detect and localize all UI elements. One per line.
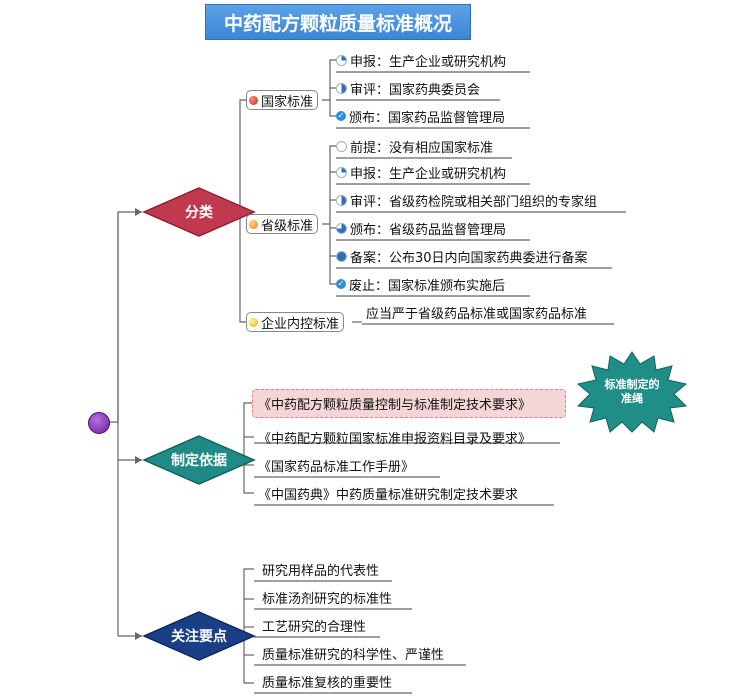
focus-item[interactable]: 质量标准研究的科学性、严谨性 (262, 643, 444, 663)
focus-item-text: 工艺研究的合理性 (262, 619, 367, 635)
callout-text: 标准制定的 准绳 (604, 378, 660, 405)
focus-item[interactable]: 质量标准复核的重要性 (262, 671, 392, 691)
progress-empty-icon (336, 140, 347, 152)
national-item[interactable]: ✓ 颁布：国家药品监督管理局 (336, 106, 505, 126)
national-item[interactable]: 审评：国家药典委员会 (336, 78, 480, 98)
highlight-box (252, 389, 566, 418)
branch-focus[interactable]: 关注要点 (142, 610, 256, 662)
provincial-item-text: 颁布：省级药品监督管理局 (350, 222, 507, 238)
progress-half-icon (336, 82, 347, 94)
basis-item-text: 《中药配方颗粒国家标准申报资料目录及要求》 (258, 431, 532, 447)
provincial-item-text: 备案：公布30日内向国家药典委进行备案 (350, 250, 588, 266)
branch-classification-label: 分类 (185, 205, 213, 221)
branch-classification[interactable]: 分类 (142, 186, 256, 238)
focus-item[interactable]: 工艺研究的合理性 (262, 615, 366, 635)
national-item-text: 申报：生产企业或研究机构 (350, 54, 507, 70)
provincial-item-text: 申报：生产企业或研究机构 (350, 166, 507, 182)
basis-item-text: 《中药配方颗粒质量控制与标准制定技术要求》 (258, 397, 532, 413)
basis-item[interactable]: 《国家药品标准工作手册》 (258, 455, 414, 475)
category-national[interactable]: 国家标准 (246, 90, 319, 110)
national-item[interactable]: 申报：生产企业或研究机构 (336, 50, 506, 70)
provincial-item[interactable]: 申报：生产企业或研究机构 (336, 162, 506, 182)
provincial-item[interactable]: ✓ 废止：国家标准颁布实施后 (336, 274, 505, 294)
focus-item-text: 研究用样品的代表性 (262, 563, 380, 579)
focus-item-text: 标准汤剂研究的标准性 (262, 591, 393, 607)
category-national-label: 国家标准 (261, 94, 314, 110)
root-node[interactable] (88, 412, 110, 434)
national-item-text: 颁布：国家药品监督管理局 (349, 110, 506, 126)
progress-half-icon (336, 194, 347, 206)
category-provincial[interactable]: 省级标准 (246, 214, 319, 234)
priority-marker-icon (249, 219, 258, 229)
provincial-item[interactable]: 前提：没有相应国家标准 (336, 136, 493, 156)
progress-full-icon (336, 250, 347, 262)
category-provincial-label: 省级标准 (261, 218, 314, 234)
provincial-item-text: 前提：没有相应国家标准 (350, 140, 494, 156)
national-item-text: 审评：国家药典委员会 (350, 82, 481, 98)
basis-item[interactable]: 《中药配方颗粒国家标准申报资料目录及要求》 (258, 427, 531, 447)
priority-marker-icon (249, 317, 258, 327)
callout-burst[interactable]: 标准制定的 准绳 (574, 350, 690, 434)
progress-three-quarter-icon (336, 222, 347, 234)
priority-marker-icon (249, 95, 258, 105)
provincial-item[interactable]: 备案：公布30日内向国家药典委进行备案 (336, 246, 588, 266)
basis-item-text: 《中国药典》中药质量标准研究制定技术要求 (258, 487, 519, 503)
enterprise-note-text: 应当严于省级药品标准或国家药品标准 (366, 306, 588, 322)
basis-item[interactable]: 《中国药典》中药质量标准研究制定技术要求 (258, 483, 518, 503)
focus-item-text: 质量标准研究的科学性、严谨性 (262, 647, 445, 663)
category-enterprise[interactable]: 企业内控标准 (246, 312, 345, 332)
enterprise-note[interactable]: 应当严于省级药品标准或国家药品标准 (366, 302, 587, 322)
provincial-item-text: 废止：国家标准颁布实施后 (349, 278, 506, 294)
provincial-item-text: 审评：省级药检院或相关部门组织的专家组 (350, 194, 598, 210)
progress-quarter-icon (336, 166, 347, 178)
focus-item[interactable]: 研究用样品的代表性 (262, 559, 379, 579)
done-check-icon: ✓ (336, 279, 346, 289)
basis-item[interactable]: 《中药配方颗粒质量控制与标准制定技术要求》 (258, 393, 531, 413)
provincial-item[interactable]: 颁布：省级药品监督管理局 (336, 218, 506, 238)
branch-basis[interactable]: 制定依据 (142, 434, 256, 486)
category-enterprise-label: 企业内控标准 (261, 316, 340, 332)
provincial-item[interactable]: 审评：省级药检院或相关部门组织的专家组 (336, 190, 597, 210)
branch-basis-label: 制定依据 (171, 453, 227, 469)
done-check-icon: ✓ (336, 111, 346, 121)
focus-item[interactable]: 标准汤剂研究的标准性 (262, 587, 392, 607)
focus-item-text: 质量标准复核的重要性 (262, 675, 393, 691)
branch-focus-label: 关注要点 (171, 629, 227, 645)
progress-quarter-icon (336, 54, 347, 66)
page-title: 中药配方颗粒质量标准概况 (205, 4, 471, 40)
basis-item-text: 《国家药品标准工作手册》 (258, 459, 415, 475)
